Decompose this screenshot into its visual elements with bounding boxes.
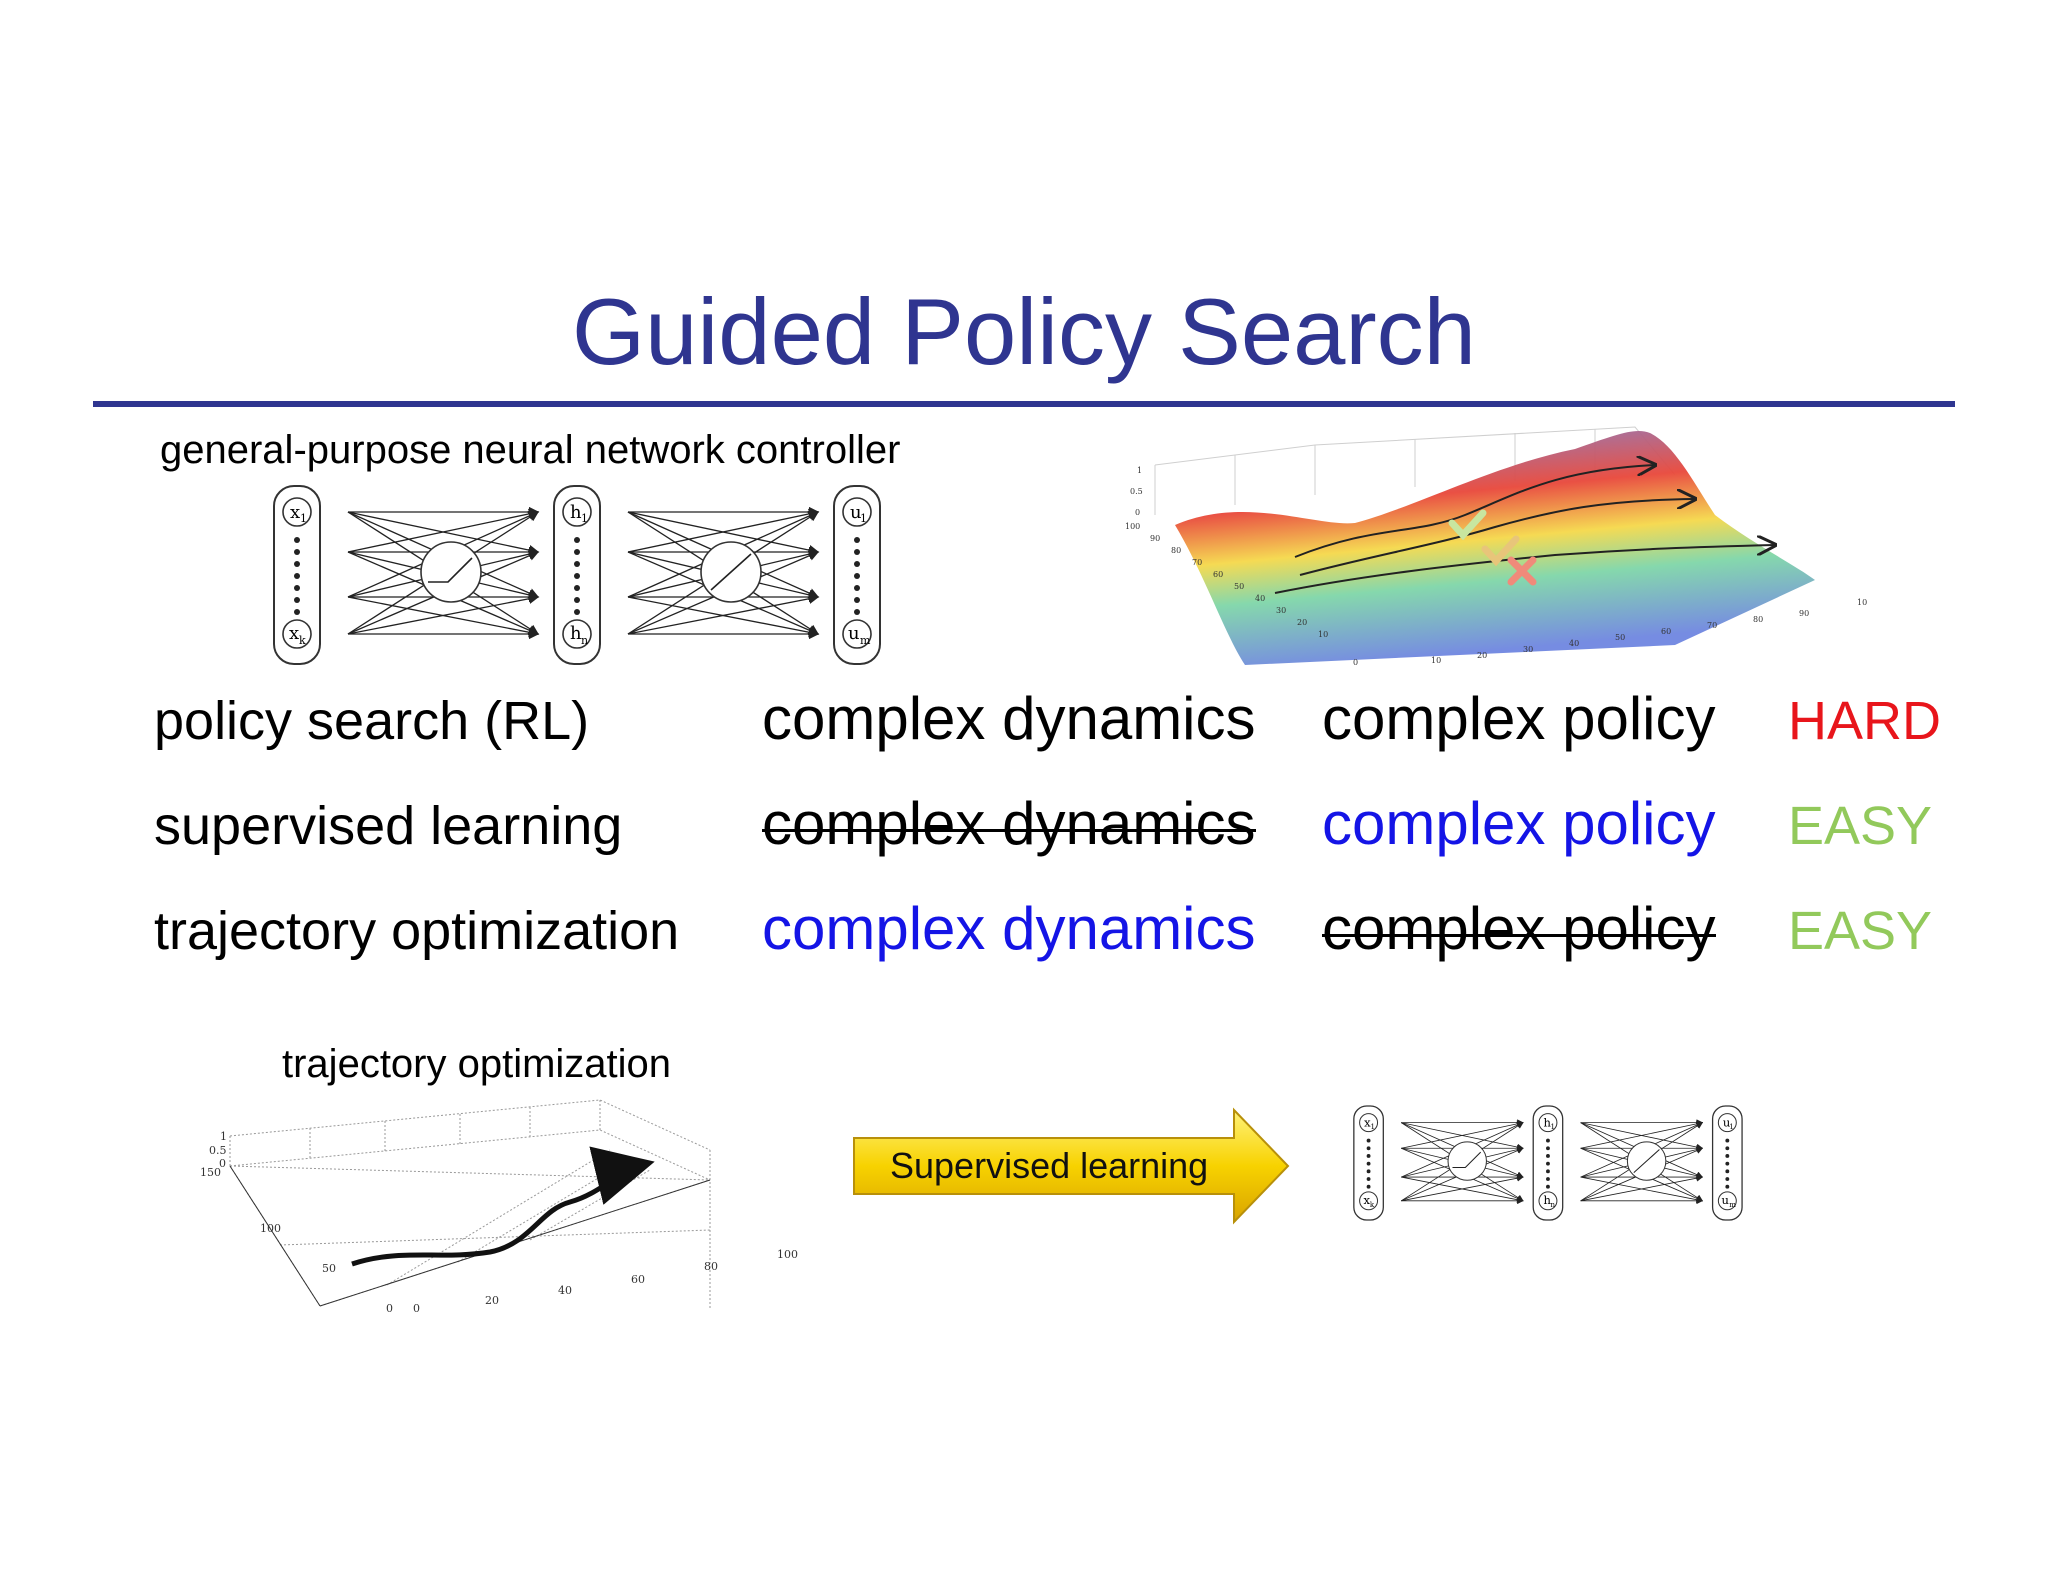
relu-unit xyxy=(420,541,482,603)
row2-dynamics-struck: complex dynamics xyxy=(762,790,1256,857)
svg-text:0: 0 xyxy=(386,1302,393,1315)
slide-title: Guided Policy Search xyxy=(572,279,1476,384)
cross-icon xyxy=(1507,556,1537,586)
svg-text:80: 80 xyxy=(704,1260,718,1273)
hidden-bottom-label: h xyxy=(570,623,582,644)
row-label-supervised-learning: supervised learning xyxy=(154,796,623,856)
trajectory-axis-ticks: 1 0.5 0 150 100 50 0 0 20 40 60 80 100 xyxy=(200,1130,798,1315)
svg-text:1: 1 xyxy=(1137,466,1142,475)
svg-text:u: u xyxy=(1722,1193,1729,1207)
svg-text:100: 100 xyxy=(260,1222,281,1235)
svg-text:0: 0 xyxy=(219,1157,226,1170)
svg-text:h: h xyxy=(1543,1115,1551,1129)
hidden-top-label: h xyxy=(570,502,582,523)
row1-dynamics: complex dynamics xyxy=(762,685,1256,752)
svg-text:1: 1 xyxy=(1551,1122,1555,1131)
input-layer: x 1 x k xyxy=(1353,1105,1384,1221)
svg-text:90: 90 xyxy=(1799,609,1809,618)
svg-text:30: 30 xyxy=(1523,645,1533,654)
row1-policy: complex policy xyxy=(1322,685,1716,752)
row2-verdict-easy: EASY xyxy=(1788,796,1933,856)
row-label-trajectory-optimization: trajectory optimization xyxy=(154,901,680,961)
svg-text:150: 150 xyxy=(200,1166,221,1179)
svg-text:n: n xyxy=(1551,1200,1556,1209)
arrow-label: Supervised learning xyxy=(890,1145,1208,1186)
svg-text:50: 50 xyxy=(1615,633,1625,642)
surface-axis-ticks: 1 0.5 0 100 90 80 70 60 50 40 30 20 10 0… xyxy=(1125,466,1867,667)
output-bottom-label: u xyxy=(848,623,860,644)
check-icon xyxy=(1481,535,1520,567)
nn-caption: general-purpose neural network controlle… xyxy=(160,428,901,472)
row3-verdict-easy: EASY xyxy=(1788,901,1933,961)
svg-text:80: 80 xyxy=(1171,546,1181,555)
svg-text:0: 0 xyxy=(1353,658,1358,667)
trajectories xyxy=(1274,465,1775,594)
svg-text:1: 1 xyxy=(1371,1122,1375,1131)
row2-policy: complex policy xyxy=(1322,790,1716,857)
hidden-layer: h 1 h n xyxy=(1532,1105,1564,1221)
check-icon xyxy=(1448,509,1487,541)
svg-text:10: 10 xyxy=(1857,598,1867,607)
input-bottom-sub: k xyxy=(299,634,306,647)
svg-text:0: 0 xyxy=(1135,508,1140,517)
svg-text:20: 20 xyxy=(485,1294,499,1307)
input-bottom-label: x xyxy=(289,623,299,644)
svg-text:20: 20 xyxy=(1297,618,1307,627)
svg-text:50: 50 xyxy=(322,1262,336,1275)
cost-surface-plot: 1 0.5 0 100 90 80 70 60 50 40 30 20 10 0… xyxy=(1125,426,1867,667)
svg-text:100: 100 xyxy=(1125,522,1140,531)
svg-text:60: 60 xyxy=(1213,570,1223,579)
svg-text:60: 60 xyxy=(1661,627,1671,636)
svg-text:60: 60 xyxy=(631,1273,645,1286)
svg-text:100: 100 xyxy=(777,1248,798,1261)
svg-text:80: 80 xyxy=(1753,615,1763,624)
svg-text:1: 1 xyxy=(1729,1122,1733,1131)
supervised-learning-arrow: Supervised learning xyxy=(853,1107,1290,1225)
svg-text:u: u xyxy=(1723,1115,1730,1129)
svg-text:70: 70 xyxy=(1192,558,1202,567)
hidden-bottom-sub: n xyxy=(581,634,588,647)
input-layer: x 1 x k xyxy=(273,485,321,665)
svg-text:0: 0 xyxy=(413,1302,420,1315)
hidden-layer: h 1 h n xyxy=(553,485,601,665)
traj-caption: trajectory optimization xyxy=(282,1042,672,1086)
small-neural-network-diagram: x 1 x k h 1 h n u 1 u m xyxy=(1353,1105,1743,1221)
output-bottom-sub: m xyxy=(860,634,871,647)
svg-text:90: 90 xyxy=(1150,534,1160,543)
svg-text:k: k xyxy=(1370,1200,1375,1209)
cost-surface xyxy=(1175,430,1815,665)
title-underline xyxy=(93,401,1955,407)
svg-text:40: 40 xyxy=(1255,594,1265,603)
output-layer: u 1 u m xyxy=(833,485,881,665)
svg-text:0.5: 0.5 xyxy=(209,1144,227,1157)
row3-policy-struck: complex policy xyxy=(1322,895,1716,962)
svg-text:30: 30 xyxy=(1276,606,1286,615)
svg-text:40: 40 xyxy=(558,1284,572,1297)
svg-text:h: h xyxy=(1543,1193,1551,1207)
row3-dynamics: complex dynamics xyxy=(762,895,1256,962)
optimized-trajectory xyxy=(351,1146,655,1267)
svg-text:10: 10 xyxy=(1318,630,1328,639)
svg-text:70: 70 xyxy=(1707,621,1717,630)
output-top-sub: 1 xyxy=(860,512,867,525)
svg-text:50: 50 xyxy=(1234,582,1244,591)
svg-text:m: m xyxy=(1729,1200,1736,1209)
svg-text:x: x xyxy=(1364,1115,1371,1129)
hidden-top-sub: 1 xyxy=(581,512,588,525)
svg-text:40: 40 xyxy=(1569,639,1579,648)
output-top-label: u xyxy=(850,502,862,523)
svg-text:x: x xyxy=(1363,1193,1370,1207)
row1-verdict-hard: HARD xyxy=(1788,691,1942,751)
input-top-sub: 1 xyxy=(300,512,307,525)
trajectory-plot: 1 0.5 0 150 100 50 0 0 20 40 60 80 100 xyxy=(200,1099,798,1315)
input-top-label: x xyxy=(290,502,300,523)
svg-text:20: 20 xyxy=(1477,651,1487,660)
row-label-policy-search: policy search (RL) xyxy=(154,691,590,751)
svg-text:10: 10 xyxy=(1431,656,1441,665)
neural-network-diagram: x 1 x k h 1 h n u 1 u m xyxy=(273,485,881,665)
svg-text:0.5: 0.5 xyxy=(1130,487,1143,496)
svg-text:1: 1 xyxy=(220,1130,227,1143)
output-layer: u 1 u m xyxy=(1711,1105,1743,1221)
